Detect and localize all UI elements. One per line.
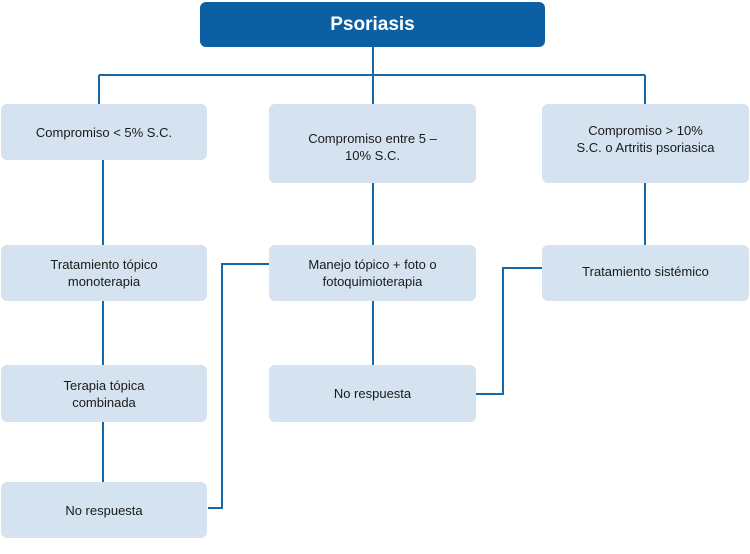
node-center-scope-label: Compromiso entre 5 – 10% S.C.	[308, 131, 437, 163]
node-left-topical-combined-label: Terapia tópica combinada	[63, 377, 145, 410]
node-center-no-response-label: No respuesta	[333, 386, 412, 401]
node-right-scope: Compromiso > 10% S.C. o Artritis psorias…	[542, 104, 749, 183]
node-left-scope-label: Compromiso < 5% S.C.	[35, 125, 173, 140]
node-center-no-response: No respuesta	[269, 365, 476, 422]
node-left-no-response: No respuesta	[1, 482, 207, 538]
node-left-topical-mono-label: Tratamiento tópico monoterapia	[50, 257, 158, 289]
node-left-scope: Compromiso < 5% S.C.	[1, 104, 207, 160]
node-right-scope-label: Compromiso > 10% S.C. o Artritis psorias…	[576, 123, 715, 155]
node-left-no-response-label: No respuesta	[65, 502, 143, 518]
node-left-topical-combined: Terapia tópica combinada	[1, 365, 207, 422]
connector-left-no-response-to-center	[208, 263, 269, 509]
diagram-title: Psoriasis	[200, 2, 545, 47]
node-right-systemic: Tratamiento sistémico	[542, 245, 749, 301]
node-left-topical-mono: Tratamiento tópico monoterapia	[1, 245, 207, 301]
node-center-topical-photo-label: Manejo tópico + foto o fotoquimioterapia	[308, 257, 437, 289]
connector-center-no-response-to-systemic	[476, 267, 542, 395]
node-center-topical-photo: Manejo tópico + foto o fotoquimioterapia	[269, 245, 476, 301]
node-center-scope: Compromiso entre 5 – 10% S.C.	[269, 104, 476, 183]
node-right-systemic-label: Tratamiento sistémico	[582, 264, 709, 279]
